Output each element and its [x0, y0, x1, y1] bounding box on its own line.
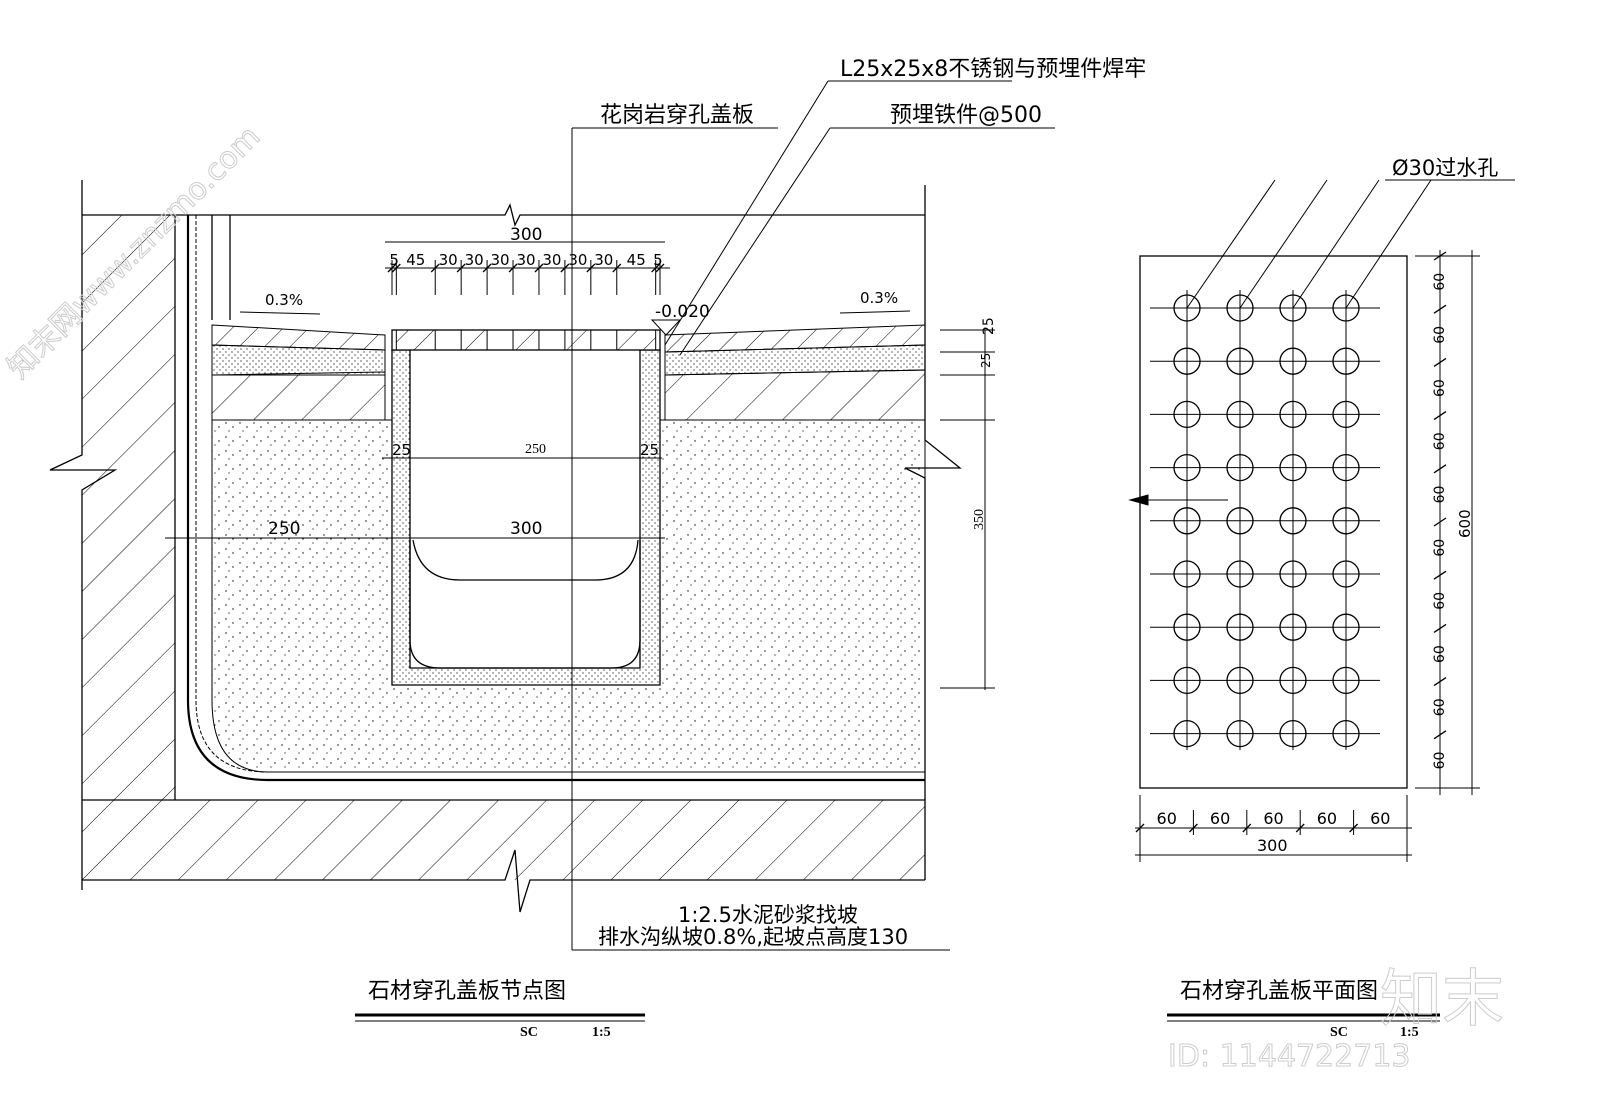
dim-vertical-label: 60	[1432, 432, 1448, 450]
dim-tick-mark	[508, 263, 518, 273]
dim-segment-label: 30	[568, 251, 587, 269]
dim-tick-mark	[655, 263, 665, 273]
callout-embedded-iron: 预埋铁件@500	[890, 103, 1042, 128]
dim-tick-mark	[1295, 823, 1305, 833]
slope-right: 0.3%	[860, 289, 898, 307]
dim-segment-label: 30	[491, 251, 510, 269]
dim-tick-mark	[560, 263, 570, 273]
dim-segment-label: 30	[542, 251, 561, 269]
leader-line	[1292, 179, 1380, 309]
leader-line	[1239, 179, 1328, 309]
watermark-id: ID: 1144722713	[1168, 1039, 1410, 1074]
dim-vertical-label: 60	[1432, 273, 1448, 291]
dim-depth: 350	[972, 509, 987, 530]
section-plan: 60 60 60 60 60 60 60 60 60 60 60 60 60 60 60 Ø30过水孔 60…	[1128, 156, 1515, 1040]
dim-wall-left: 25	[392, 441, 411, 459]
slope-left: 0.3%	[265, 291, 303, 309]
dim-tick-mark	[586, 263, 596, 273]
cover-plate-outline	[1139, 255, 1408, 789]
dim-horizontal-total: 300	[1257, 836, 1288, 855]
dim-tick-mark	[1433, 304, 1447, 314]
cover-solid-segment	[564, 330, 591, 350]
callout-slope: 排水沟纵坡0.8%,起坡点高度130	[598, 925, 908, 949]
dim-vertical-label: 60	[1432, 592, 1448, 610]
dim-top-total: 300	[510, 225, 542, 245]
leader-line	[1345, 179, 1432, 309]
dim-tick-mark	[1135, 823, 1145, 833]
trench-wall	[391, 349, 661, 686]
dim-segment-label: 45	[627, 251, 646, 269]
cover-solid-segment	[616, 330, 656, 350]
dim-segment-label: 45	[406, 251, 425, 269]
dim-tick-mark	[456, 263, 466, 273]
detail-scale-prefix: SC	[520, 1025, 538, 1040]
dim-vertical-total: 600	[1456, 509, 1474, 538]
dim-tick-mark	[1433, 517, 1447, 527]
dim-tick-mark	[1349, 823, 1359, 833]
dim-inner-width: 250	[525, 442, 546, 457]
dim-tick-mark	[1433, 677, 1447, 687]
dim-tick-mark	[430, 263, 440, 273]
dim-tick-mark	[612, 263, 622, 273]
dim-segment-label: 30	[439, 251, 458, 269]
dim-vertical-label: 60	[1432, 645, 1448, 663]
dim-vertical-label: 60	[1432, 379, 1448, 397]
dim-side-width: 250	[268, 519, 300, 539]
dim-tick-mark	[1433, 570, 1447, 580]
dim-segment-label: 30	[594, 251, 613, 269]
dim-segment-label: 5	[653, 251, 663, 269]
dim-horizontal-label: 60	[1317, 809, 1337, 828]
hole-label: Ø30过水孔	[1392, 156, 1498, 180]
concrete-fill	[211, 419, 926, 773]
dim-tick-mark	[1433, 464, 1447, 474]
dim-layer-2: 25	[979, 353, 993, 368]
callout-cover-plate: 花岗岩穿孔盖板	[600, 103, 754, 128]
dim-tick-mark	[482, 263, 492, 273]
leader-line	[1186, 179, 1276, 309]
dim-tick-mark	[1433, 357, 1447, 367]
dim-horizontal-label: 60	[1210, 809, 1230, 828]
dim-tick-mark	[1188, 823, 1198, 833]
dim-tick-mark	[1242, 823, 1252, 833]
dim-tick-mark	[1433, 411, 1447, 421]
dim-tick-mark	[391, 263, 401, 273]
dim-outer-width: 300	[510, 519, 542, 539]
concrete-slab	[82, 800, 925, 880]
cover-solid-segment	[461, 330, 488, 350]
dim-vertical-label: 60	[1432, 752, 1448, 770]
dim-segment-label: 30	[465, 251, 484, 269]
cover-solid-segment	[513, 330, 539, 350]
section-detail: L25x25x8不锈钢与预埋件焊牢 花岗岩穿孔盖板 预埋铁件@500 300 5…	[49, 57, 1146, 1040]
dim-wall-right: 25	[640, 441, 659, 459]
dim-segment-label: 30	[516, 251, 535, 269]
dim-horizontal-label: 60	[1157, 809, 1177, 828]
dim-vertical-label: 60	[1432, 698, 1448, 716]
dim-tick-mark	[1433, 730, 1447, 740]
elevation-label: -0.020	[655, 302, 710, 322]
dim-tick-mark	[387, 263, 397, 273]
retaining-wall	[82, 215, 175, 800]
dim-tick-mark	[1433, 623, 1447, 633]
plan-scale: 1:5	[1400, 1025, 1419, 1040]
dim-vertical-label: 60	[1432, 486, 1448, 504]
dim-vertical-label: 60	[1432, 539, 1448, 557]
dim-vertical-label: 60	[1432, 326, 1448, 344]
detail-scale: 1:5	[592, 1025, 611, 1040]
cover-solid-segment	[396, 330, 436, 350]
dim-segment-label: 5	[389, 251, 399, 269]
dim-tick-mark	[1433, 251, 1447, 261]
waterproof-membrane	[186, 215, 925, 782]
plan-title: 石材穿孔盖板平面图	[1180, 978, 1378, 1003]
dim-tick-mark	[534, 263, 544, 273]
dim-tick-mark	[651, 263, 661, 273]
callout-angle-steel: L25x25x8不锈钢与预埋件焊牢	[840, 57, 1146, 82]
dim-layer-1: 25	[981, 317, 997, 335]
detail-title: 石材穿孔盖板节点图	[368, 978, 566, 1003]
dim-horizontal-label: 60	[1263, 809, 1283, 828]
callout-mortar: 1:2.5水泥砂浆找坡	[678, 903, 858, 927]
watermark-brand: 知末	[1380, 962, 1504, 1035]
dim-horizontal-label: 60	[1370, 809, 1390, 828]
plan-scale-prefix: SC	[1330, 1025, 1348, 1040]
